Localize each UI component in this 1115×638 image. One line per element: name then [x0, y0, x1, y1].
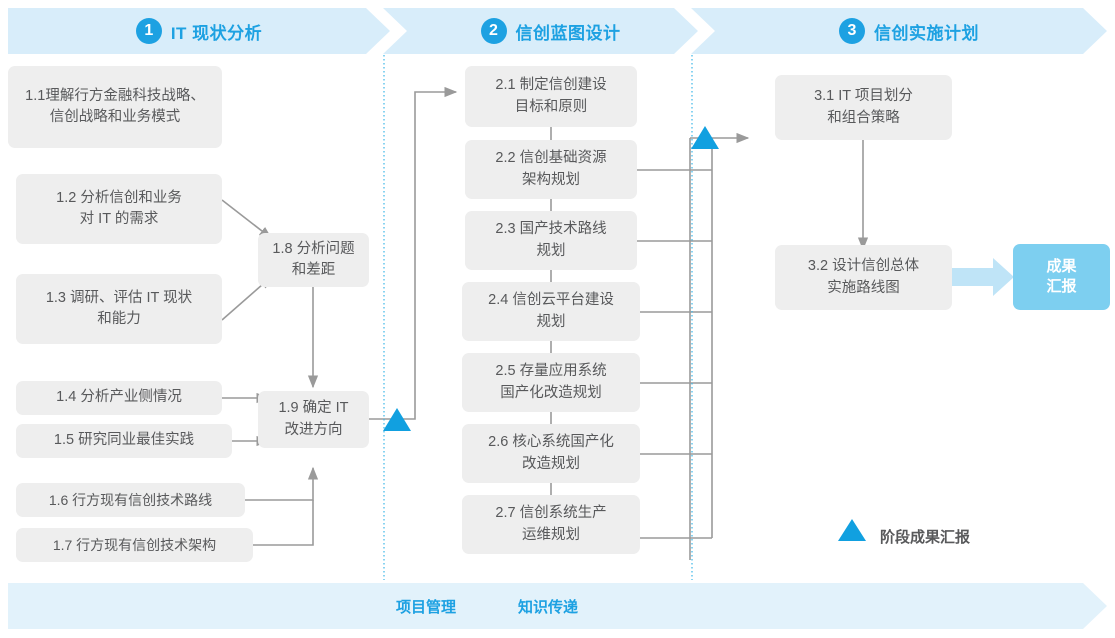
phase-header-3[interactable]: 3 信创实施计划 — [691, 8, 1107, 54]
milestone-triangle-phase1 — [383, 408, 411, 431]
phase-title-1: IT 现状分析 — [170, 23, 263, 43]
phase-header-2[interactable]: 2 信创蓝图设计 — [383, 8, 698, 54]
task-box-1-2[interactable]: 1.2 分析信创和业务 对 IT 的需求 — [16, 174, 222, 244]
task-box-2-6[interactable]: 2.6 核心系统国产化 改造规划 — [462, 424, 640, 483]
phase-number-2: 2 — [480, 18, 507, 44]
phase-number-3: 3 — [839, 18, 865, 44]
task-box-1-6[interactable]: 1.6 行方现有信创技术路线 — [16, 483, 245, 517]
task-box-1-1[interactable]: 1.1理解行方金融科技战略、 信创战略和业务模式 — [8, 66, 222, 148]
legend-label: 阶段成果汇报 — [880, 529, 971, 546]
task-box-1-8[interactable]: 1.8 分析问题 和差距 — [258, 233, 369, 287]
wire-1-9-to-2-1 — [369, 86, 458, 420]
task-box-3-2[interactable]: 3.2 设计信创总体 实施路线图 — [775, 245, 952, 310]
phase-title-2: 信创蓝图设计 — [515, 23, 621, 43]
task-box-2-7[interactable]: 2.7 信创系统生产 运维规划 — [462, 495, 640, 554]
task-box-2-4[interactable]: 2.4 信创云平台建设 规划 — [462, 282, 640, 341]
footer-label-project-management: 项目管理 — [396, 599, 457, 616]
task-box-1-7[interactable]: 1.7 行方现有信创技术架构 — [16, 528, 253, 562]
task-box-1-5[interactable]: 1.5 研究同业最佳实践 — [16, 424, 232, 458]
footer-label-knowledge-transfer: 知识传递 — [518, 599, 579, 616]
task-box-3-1[interactable]: 3.1 IT 项目划分 和组合策略 — [775, 75, 952, 140]
task-box-1-4[interactable]: 1.4 分析产业侧情况 — [16, 381, 222, 415]
wire-1-7-to-1-9 — [253, 500, 314, 546]
phase-title-3: 信创实施计划 — [874, 23, 979, 43]
task-box-2-5[interactable]: 2.5 存量应用系统 国产化改造规划 — [462, 353, 640, 412]
task-box-2-1[interactable]: 2.1 制定信创建设 目标和原则 — [465, 66, 637, 127]
legend-triangle-icon — [838, 519, 866, 541]
phase-number-1: 1 — [135, 18, 162, 44]
wire-1-6-to-1-9 — [245, 466, 319, 501]
task-box-2-3[interactable]: 2.3 国产技术路线 规划 — [465, 211, 637, 270]
task-box-2-2[interactable]: 2.2 信创基础资源 架构规划 — [465, 140, 637, 199]
result-report-box[interactable]: 成果 汇报 — [1013, 244, 1110, 310]
task-box-1-9[interactable]: 1.9 确定 IT 改进方向 — [258, 391, 369, 448]
phase-header-1[interactable]: 1 IT 现状分析 — [8, 8, 390, 54]
footer-band — [8, 583, 1107, 629]
task-box-1-3[interactable]: 1.3 调研、评估 IT 现状 和能力 — [16, 274, 222, 344]
milestone-triangle-phase2 — [691, 126, 719, 149]
result-block-arrow — [952, 258, 1014, 296]
